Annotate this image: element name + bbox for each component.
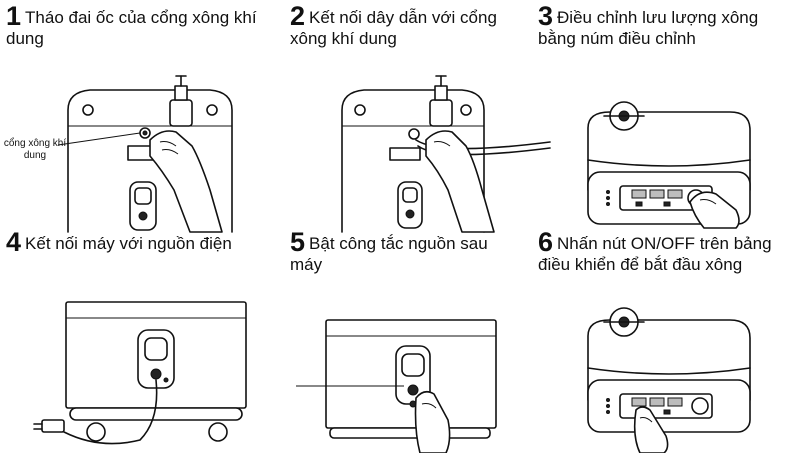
step-6-illustration [588,308,750,453]
step-4-illustration [34,302,246,444]
step-3-illustration [588,102,750,228]
step-2-illustration [342,76,550,232]
step-1-illustration [58,76,232,232]
step-5-illustration [296,320,496,453]
